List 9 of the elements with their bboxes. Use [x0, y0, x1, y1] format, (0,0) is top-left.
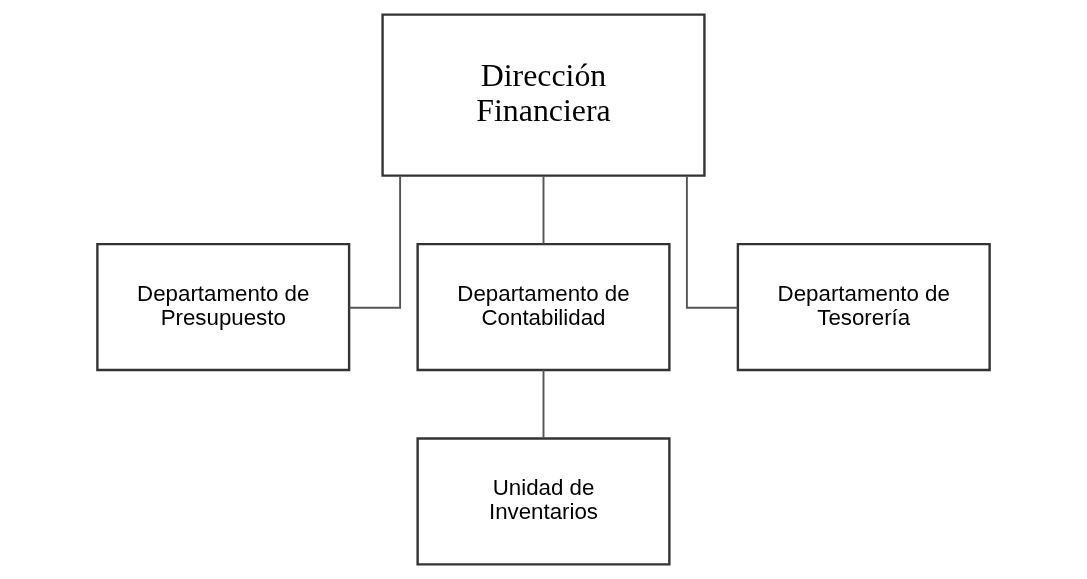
- connector: [348, 175, 402, 309]
- node-box: Departamento de Contabilidad: [416, 242, 671, 372]
- node-box: Departamento de Tesorería: [736, 242, 991, 372]
- connector: [542, 174, 545, 245]
- node-box: Dirección Financiera: [381, 13, 706, 177]
- connector: [685, 175, 739, 309]
- connector: [542, 369, 545, 439]
- node-box: Unidad de Inventarios: [416, 437, 671, 566]
- node-box: Departamento de Presupuesto: [96, 242, 351, 372]
